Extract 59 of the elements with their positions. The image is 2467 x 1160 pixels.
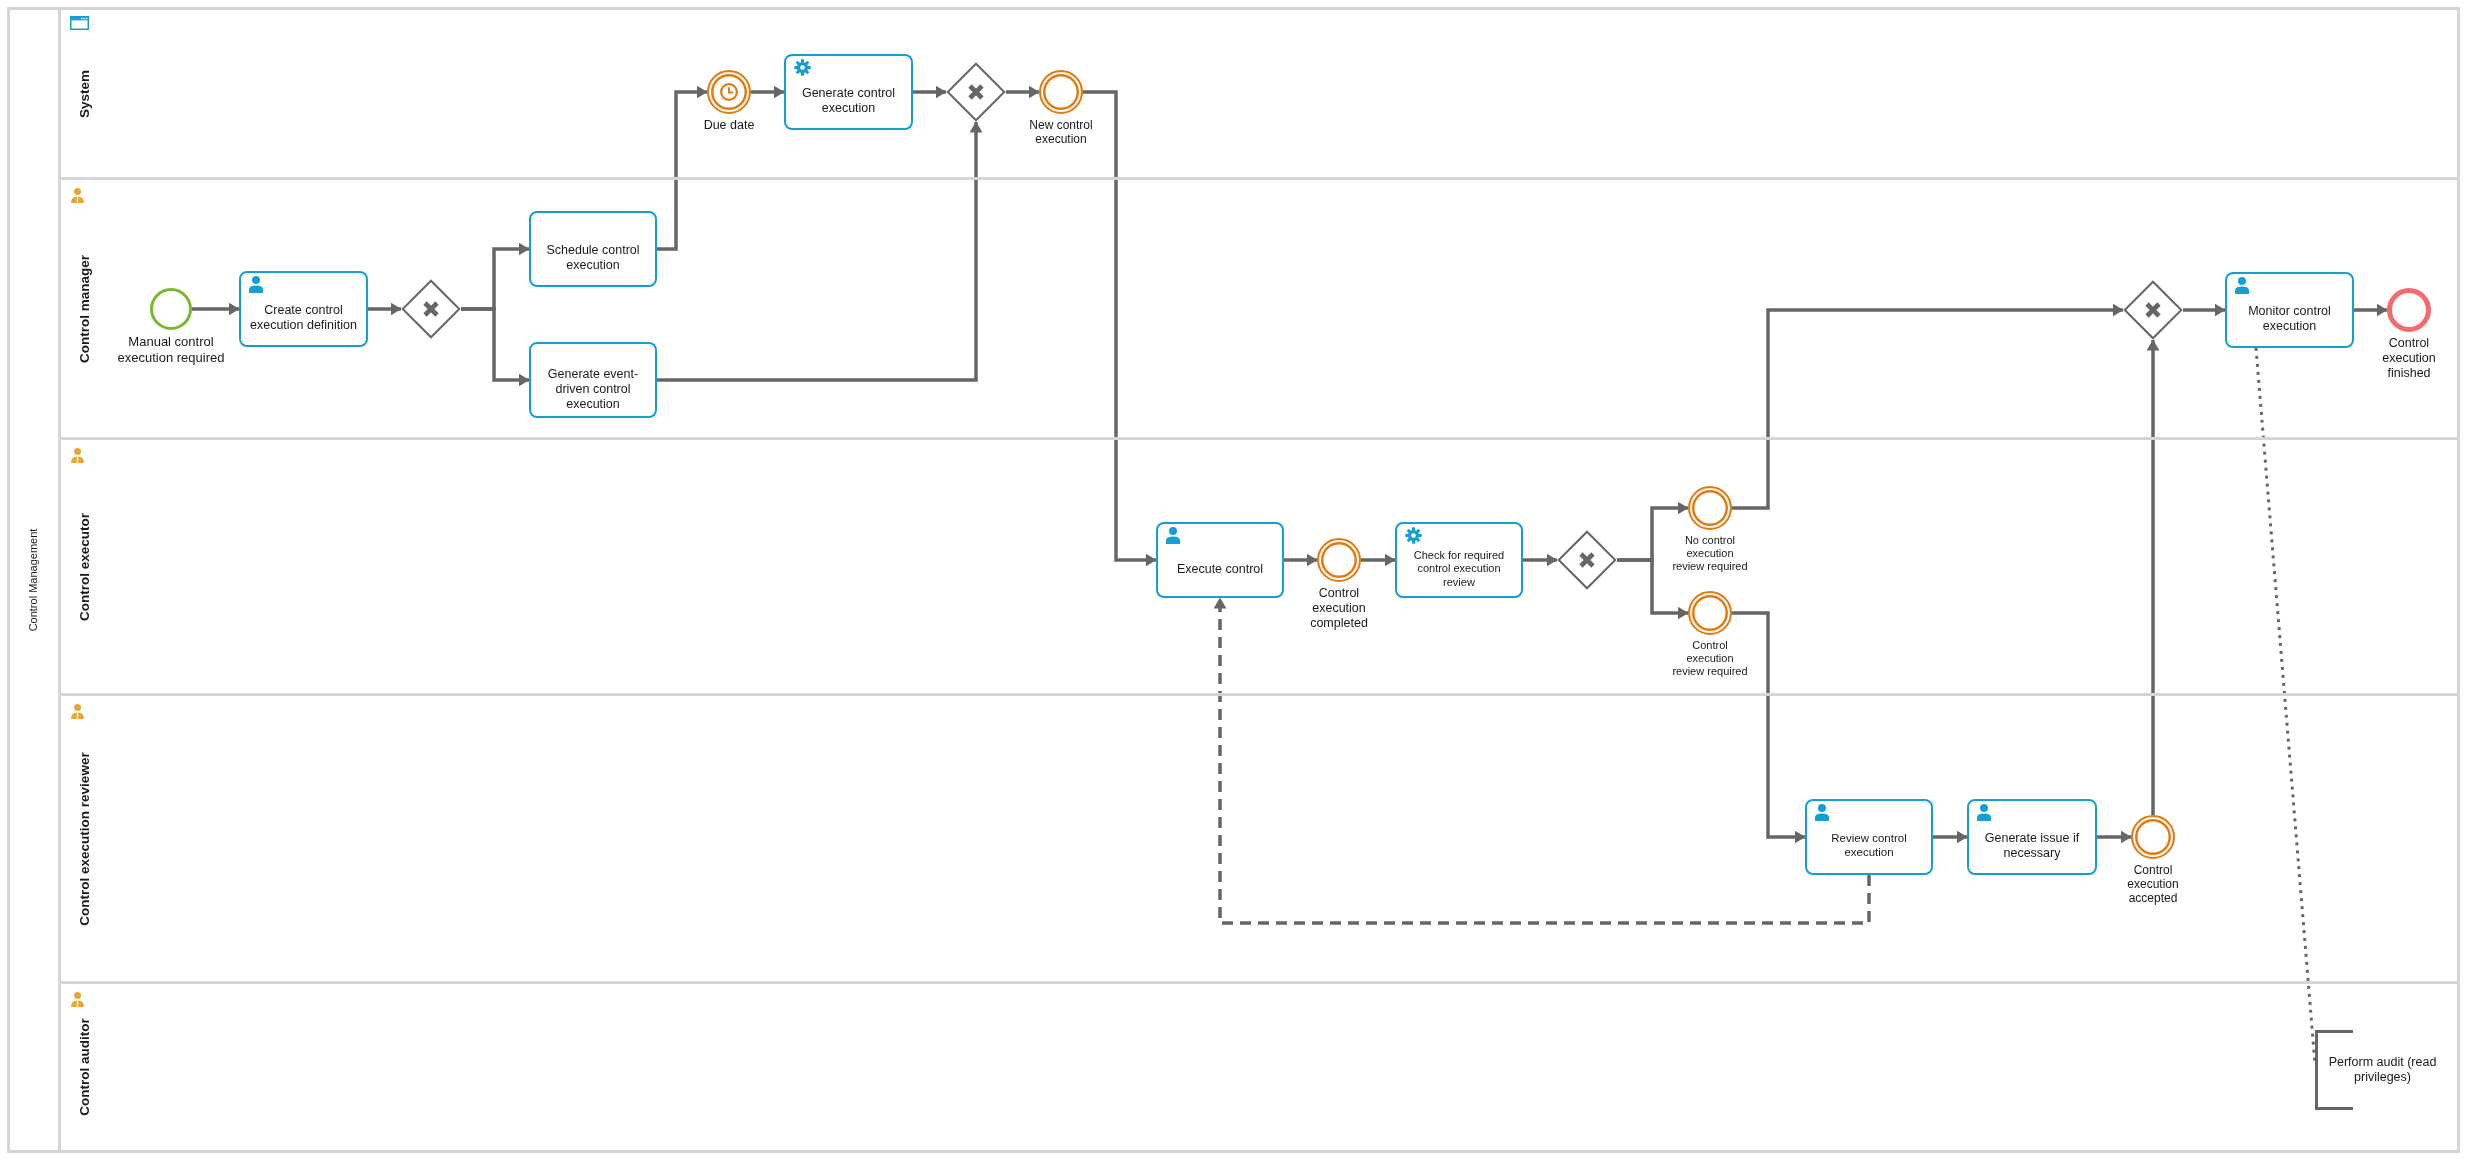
task-label: Schedule control execution (545, 243, 641, 273)
arrow (1617, 558, 1689, 620)
lane-label: Control manager (77, 254, 93, 363)
user-task (1967, 799, 2097, 875)
task-label: Check for required control execution review (1412, 549, 1506, 589)
arrow (657, 121, 983, 382)
arrow (913, 85, 947, 99)
task-box (529, 342, 657, 418)
event-label: New control execution (1028, 117, 1094, 147)
arrow (2183, 303, 2226, 317)
event-label: Control execution review required (1671, 638, 1749, 679)
lane-label: Control auditor (77, 1018, 93, 1116)
task-label: Review control execution (1830, 832, 1908, 860)
arrow (2354, 303, 2388, 317)
arrow (1006, 85, 1040, 99)
arrow (657, 85, 708, 251)
event-label: Control execution completed (1309, 585, 1369, 631)
task-box (529, 211, 657, 287)
exclusive-gateway (946, 62, 1006, 122)
arrow (1523, 553, 1558, 567)
pool-label: Control Management (26, 528, 40, 632)
arrow (2146, 339, 2160, 815)
event-label: Control execution accepted (2126, 862, 2180, 906)
lane-label: System (77, 69, 93, 118)
arrow (2097, 830, 2132, 844)
arrow (1933, 830, 1968, 844)
task-label: Generate event-driven control execution (546, 366, 640, 412)
task-label: Generate control execution (800, 86, 897, 116)
event-label: Manual control execution required (116, 334, 226, 366)
lane-label: Control executor (77, 512, 93, 621)
event-label: Control execution finished (2381, 336, 2437, 381)
user-task (2225, 272, 2354, 348)
task-label: Execute control (1176, 561, 1264, 577)
exclusive-gateway (401, 279, 461, 339)
exclusive-gateway (2123, 280, 2183, 340)
annotation-text: Perform audit (read privileges) (2327, 1055, 2438, 1085)
arrow (1284, 553, 1318, 567)
arrow (1732, 303, 2124, 510)
service-task (784, 54, 913, 130)
task-label: Generate issue if necessary (1983, 831, 2081, 861)
dashed-arrow (1213, 597, 1871, 925)
lane-label: Control execution reviewer (77, 751, 93, 926)
arrow (1361, 553, 1396, 567)
task-label: Create control execution definition (249, 303, 358, 333)
pool (7, 7, 2460, 1153)
event-label: Due date (703, 117, 755, 133)
user-task (1805, 799, 1933, 875)
arrow (1732, 611, 1806, 844)
user-task (1156, 522, 1284, 598)
arrow (368, 302, 402, 316)
arrow (192, 302, 240, 316)
arrow (751, 85, 785, 99)
exclusive-gateway (1557, 530, 1617, 590)
arrow (461, 307, 530, 387)
arrow (1083, 90, 1157, 567)
user-task (239, 271, 368, 347)
event-label: No control execution review required (1671, 533, 1749, 574)
task-label: Monitor control execution (2247, 304, 2332, 334)
service-task (1395, 522, 1523, 598)
